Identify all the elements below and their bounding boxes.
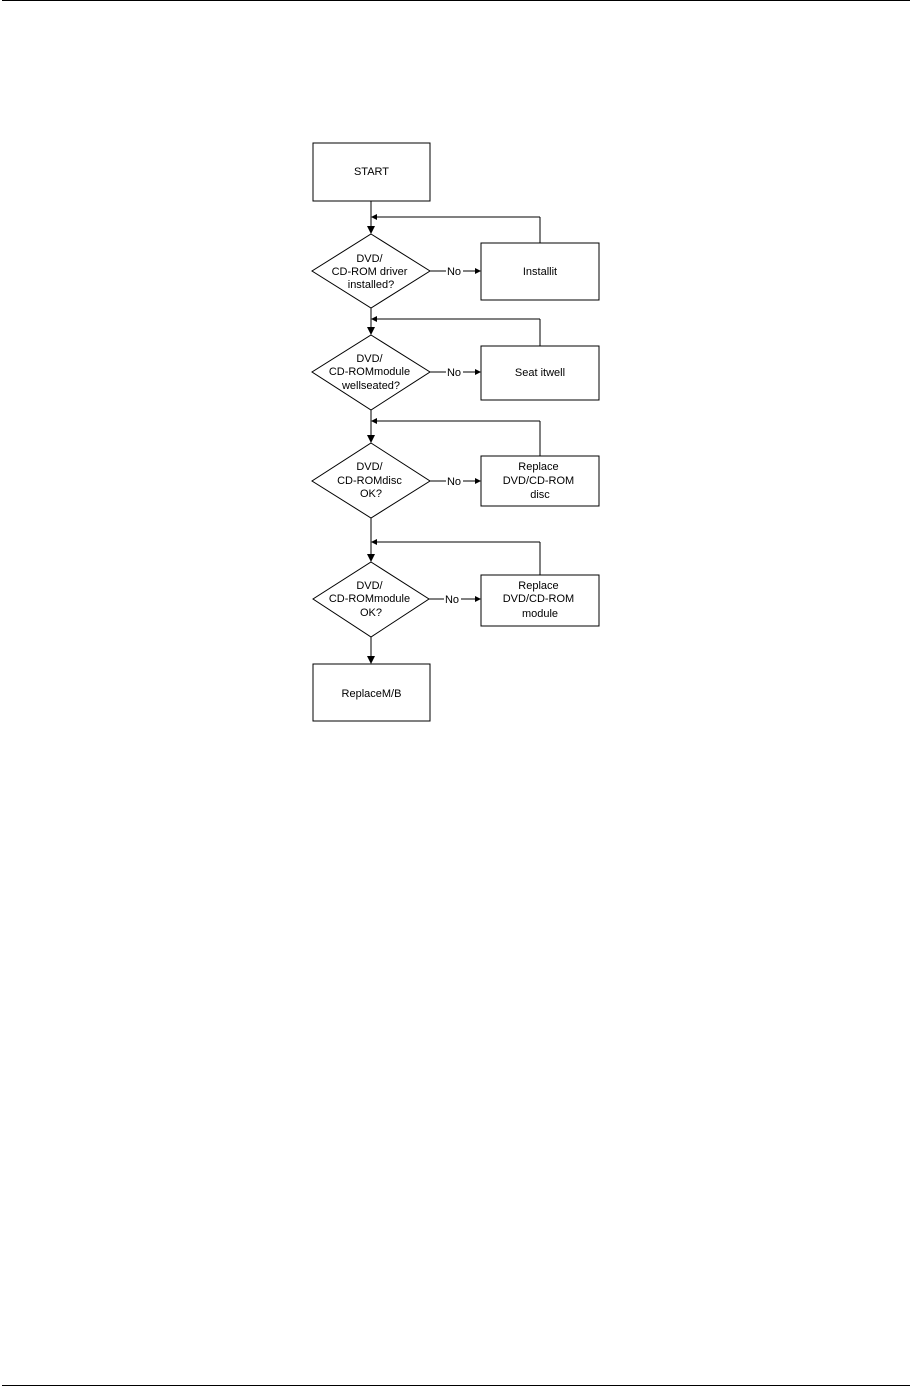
decision-2-line-2: CD-ROMmodule [329,366,410,378]
arrow-down [367,435,375,443]
decision-4-line-3: OK? [360,607,382,619]
arrow-left [371,316,377,322]
footer-rule [2,1385,910,1386]
decision-1-line-2: CD-ROM driver [332,266,408,278]
decision-3-line-3: OK? [360,488,382,500]
arrow-left [371,418,377,424]
no-label-1: No [447,266,461,278]
end-label: ReplaceM/B [342,688,402,700]
action-4-line-3: module [522,608,558,620]
arrow-down [367,554,375,562]
arrow-right [475,268,481,274]
start-label: START [354,166,389,178]
action-1-label: Installit [523,266,557,278]
action-4-line-1: Replace [518,580,558,592]
action-3-line-1: Replace [518,461,558,473]
decision-2-line-3: wellseated? [341,380,400,392]
arrow-right [475,478,481,484]
no-label-4: No [445,594,459,606]
no-label-2: No [447,367,461,379]
action-3-line-2: DVD/CD-ROM [503,475,575,487]
decision-4-line-2: CD-ROMmodule [329,593,410,605]
decision-1-line-1: DVD/ [356,253,383,265]
action-2-label: Seat itwell [515,367,565,379]
decision-4-line-1: DVD/ [356,580,383,592]
arrow-left [371,214,377,220]
no-label-3: No [447,476,461,488]
arrow-down [367,226,375,234]
arrow-right [475,596,481,602]
decision-1-line-3: installed? [348,279,394,291]
decision-3-line-1: DVD/ [356,461,383,473]
arrow-left [371,539,377,545]
decision-2-line-1: DVD/ [356,353,383,365]
decision-3-line-2: CD-ROMdisc [337,475,402,487]
action-3-line-3: disc [530,489,550,501]
arrow-right [475,369,481,375]
arrow-down [367,327,375,335]
arrow-down [367,656,375,664]
action-4-line-2: DVD/CD-ROM [503,593,575,605]
